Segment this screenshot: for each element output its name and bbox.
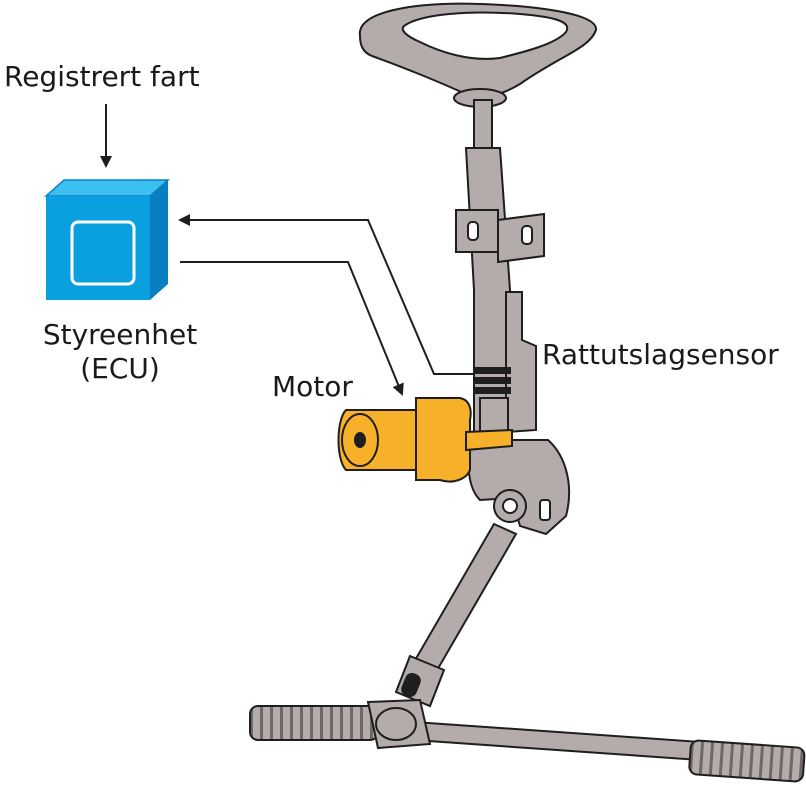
- ecu-to-motor-arrow: [180, 261, 404, 396]
- motor-label: Motor: [272, 370, 353, 403]
- ecu-label-line1: Styreenhet: [42, 318, 198, 351]
- speed-input-label: Registrert fart: [4, 60, 200, 93]
- motor-icon: [337, 397, 513, 483]
- steering-wheel-icon: [358, 2, 597, 108]
- gear-housing-icon: [467, 439, 571, 536]
- steering-rack-icon: [249, 698, 806, 783]
- ecu-label-line2: (ECU): [80, 352, 160, 385]
- ecu-label: Styreenhet (ECU): [28, 318, 212, 386]
- sensor-to-ecu-arrow: [178, 214, 474, 375]
- steering-sensor-label: Rattutslagsensor: [542, 338, 779, 371]
- ecu-box-icon: [44, 179, 170, 300]
- intermediate-shaft-icon: [394, 522, 518, 708]
